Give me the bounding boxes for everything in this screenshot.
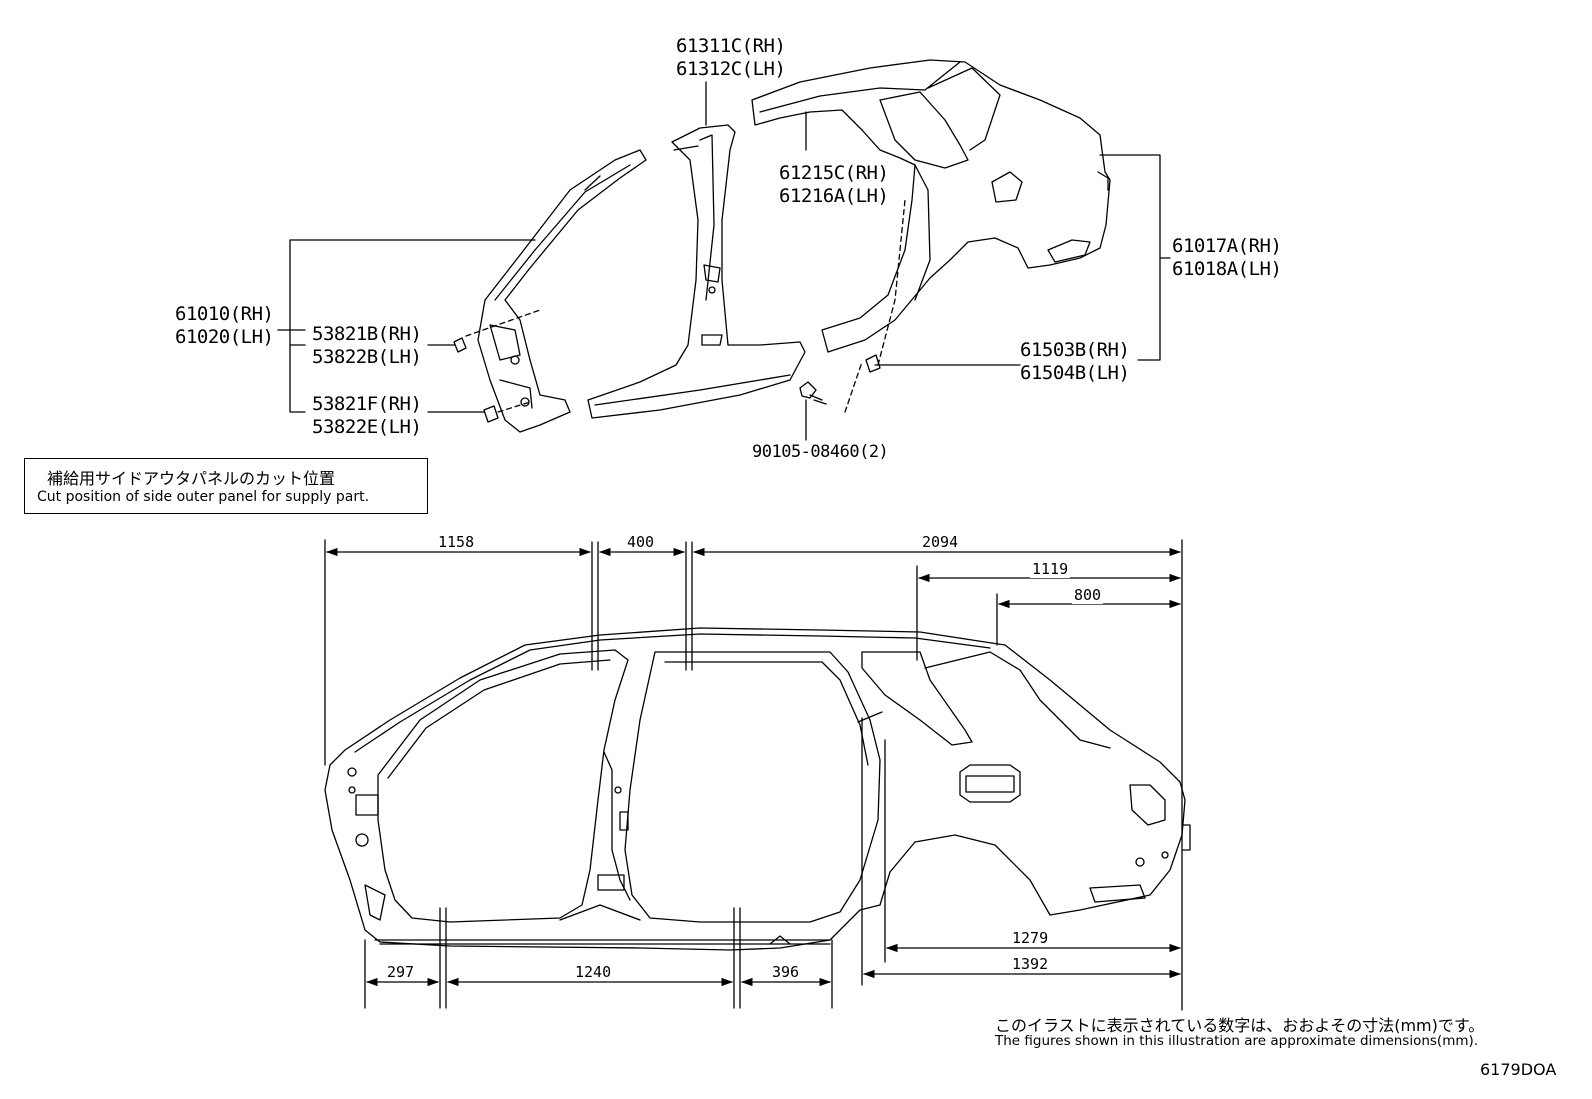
approx-dimensions-note-en: The figures shown in this illustration a…: [995, 1033, 1479, 1049]
approx-dimensions-note-jp: このイラストに表示されている数字は、おおよその寸法(mm)です。: [995, 1016, 1485, 1035]
part-number-label: 53821B(RH): [312, 323, 422, 345]
exploded-view: [453, 59, 1111, 433]
part-number-label: 61216A(LH): [779, 185, 889, 207]
dimension-value: 1392: [1010, 955, 1051, 973]
dimension-value: 1158: [436, 533, 477, 551]
front-pillar-part: [477, 149, 647, 433]
rear-door-opening: [624, 651, 881, 923]
dimension-value: 400: [625, 533, 657, 551]
front-door-opening: [377, 649, 629, 923]
cut-note-en: Cut position of side outer panel for sup…: [37, 489, 370, 505]
part-number-label: 61017A(RH): [1172, 235, 1282, 257]
side-panel-outline: [324, 627, 1186, 951]
dimension-value: 297: [385, 963, 417, 981]
part-number-label: 61503B(RH): [1020, 339, 1130, 361]
dimension-value: 1119: [1030, 560, 1071, 578]
part-number-label: 61020(LH): [175, 326, 274, 348]
part-number-label: 61018A(LH): [1172, 258, 1282, 280]
part-number-label: 53822E(LH): [312, 416, 422, 438]
part-number-label: 61215C(RH): [779, 162, 889, 184]
part-number-label: 61312C(LH): [676, 58, 786, 80]
leader-lines: [277, 81, 1171, 441]
part-number-label: 53822B(LH): [312, 346, 422, 368]
quarter-panel-part: [751, 59, 1111, 353]
part-number-label: 53821F(RH): [312, 393, 422, 415]
small-parts: [453, 337, 881, 423]
dimension-value: 1240: [573, 963, 614, 981]
quarter-window: [861, 651, 973, 746]
illustration-id: 6179DOA: [1480, 1060, 1557, 1079]
cut-position-note: 補給用サイドアウタパネルのカット位置 Cut position of side …: [24, 458, 428, 514]
dimension-value: 396: [770, 963, 802, 981]
dimension-value: 800: [1072, 586, 1104, 604]
cut-note-jp: 補給用サイドアウタパネルのカット位置: [47, 469, 336, 488]
dimension-value: 1279: [1010, 929, 1051, 947]
part-number-label: 61504B(LH): [1020, 362, 1130, 384]
center-pillar-part: [587, 124, 806, 419]
dimension-value: 2094: [920, 533, 961, 551]
fuel-lid: [959, 764, 1021, 803]
part-number-label: 61311C(RH): [676, 35, 786, 57]
dimension-lines: [324, 539, 1183, 1011]
assembly-lines: [465, 199, 906, 413]
part-number-label: 61010(RH): [175, 303, 274, 325]
part-number-label: 90105-08460(2): [752, 442, 889, 462]
side-view: [324, 627, 1191, 951]
